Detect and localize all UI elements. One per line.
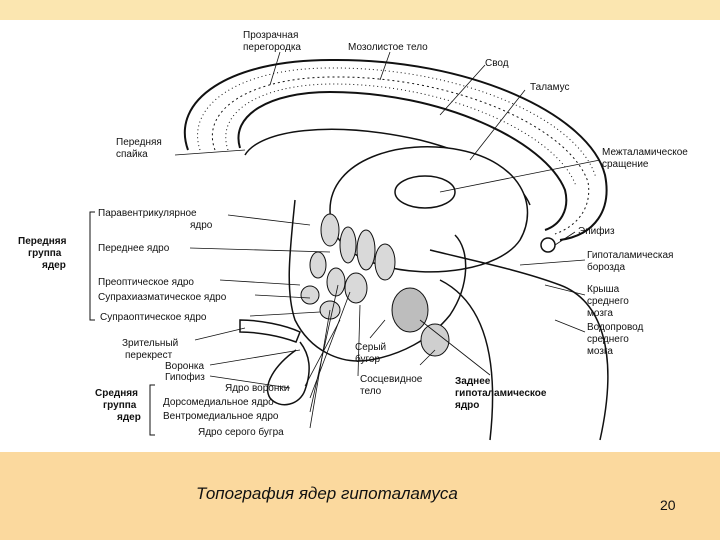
label-interthalamic-adhesion-1: Межталамическое [602,147,688,158]
label-aqueduct-1: Водопровод [587,322,643,333]
label-posterior-nucleus-3: ядро [455,400,479,411]
nuclei-cluster [300,213,450,357]
label-suprachiasmatic: Супрахиазматическое ядро [98,292,227,303]
label-anterior-commissure-1: Передняя [116,137,162,148]
label-middle-group-2: группа [103,400,137,411]
label-anterior-nucleus: Переднее ядро [98,243,170,254]
label-aqueduct-3: мозга [587,346,613,357]
label-gray-tuber-1: Серый [355,342,386,353]
label-paraventricular-2: ядро [190,220,213,231]
brainstem-shape [429,249,609,441]
label-supraoptic: Супраоптическое ядро [100,312,207,323]
label-corpus-callosum: Мозолистое тело [348,42,428,53]
label-epiphysis: Эпифиз [578,225,615,237]
hypothalamus-diagram: Прозрачная перегородка Мозолистое тело С… [0,20,720,452]
page-number: 20 [660,497,676,513]
label-mammillary-1: Сосцевидное [360,374,423,385]
label-tuber-nucleus: Ядро серого бугра [198,426,284,438]
label-optic-chiasm-1: Зрительный [122,338,178,349]
label-anterior-group-2: группа [28,248,62,259]
brain-section-drawing: Прозрачная перегородка Мозолистое тело С… [18,30,688,441]
group-brackets [89,211,155,436]
leader-lines [174,51,601,429]
label-hypophysis: Гипофиз [165,371,205,383]
diagram-labels: Прозрачная перегородка Мозолистое тело С… [18,30,688,438]
label-anterior-group-1: Передняя [18,236,67,247]
label-optic-chiasm-2: перекрест [125,350,173,361]
label-dorsomedial: Дорсомедиальное ядро [163,397,274,408]
slide-top-band [0,0,720,20]
label-hypothalamic-sulcus-2: борозда [587,261,626,273]
label-transparent-septum-2: перегородка [243,42,301,53]
label-aqueduct-2: среднего [587,334,629,345]
label-infundibular-nucleus: Ядро воронки [225,383,289,394]
label-middle-group-3: ядер [117,412,141,423]
optic-chiasm-hypophysis [239,319,310,406]
label-paraventricular-1: Паравентрикулярное [98,208,197,219]
slide-footer [0,452,720,540]
label-posterior-nucleus-1: Заднее [455,376,491,387]
label-interthalamic-adhesion-2: сращение [602,159,649,170]
label-hypothalamic-sulcus-1: Гипоталамическая [587,250,673,261]
label-fornix: Свод [485,58,509,69]
label-posterior-nucleus-2: гипоталамическое [455,388,547,399]
label-ventromedial: Вентромедиальное ядро [163,411,279,422]
label-anterior-group-3: ядер [42,260,66,271]
label-mammillary-2: тело [360,386,382,397]
hypothalamus-outline [288,199,467,362]
label-midbrain-roof-2: среднего [587,296,629,307]
epiphysis-shape [540,237,556,253]
label-preoptic: Преоптическое ядро [98,277,194,288]
label-midbrain-roof-1: Крыша [587,284,620,295]
label-infundibulum: Воронка [165,361,204,372]
label-midbrain-roof-3: мозга [587,308,613,319]
label-anterior-commissure-2: спайка [116,149,148,160]
label-transparent-septum-1: Прозрачная [243,30,298,41]
label-thalamus: Таламус [530,82,570,93]
label-middle-group-1: Средняя [95,388,138,399]
label-gray-tuber-2: бугор [355,353,380,365]
slide-caption: Топография ядер гипоталамуса [196,484,458,503]
